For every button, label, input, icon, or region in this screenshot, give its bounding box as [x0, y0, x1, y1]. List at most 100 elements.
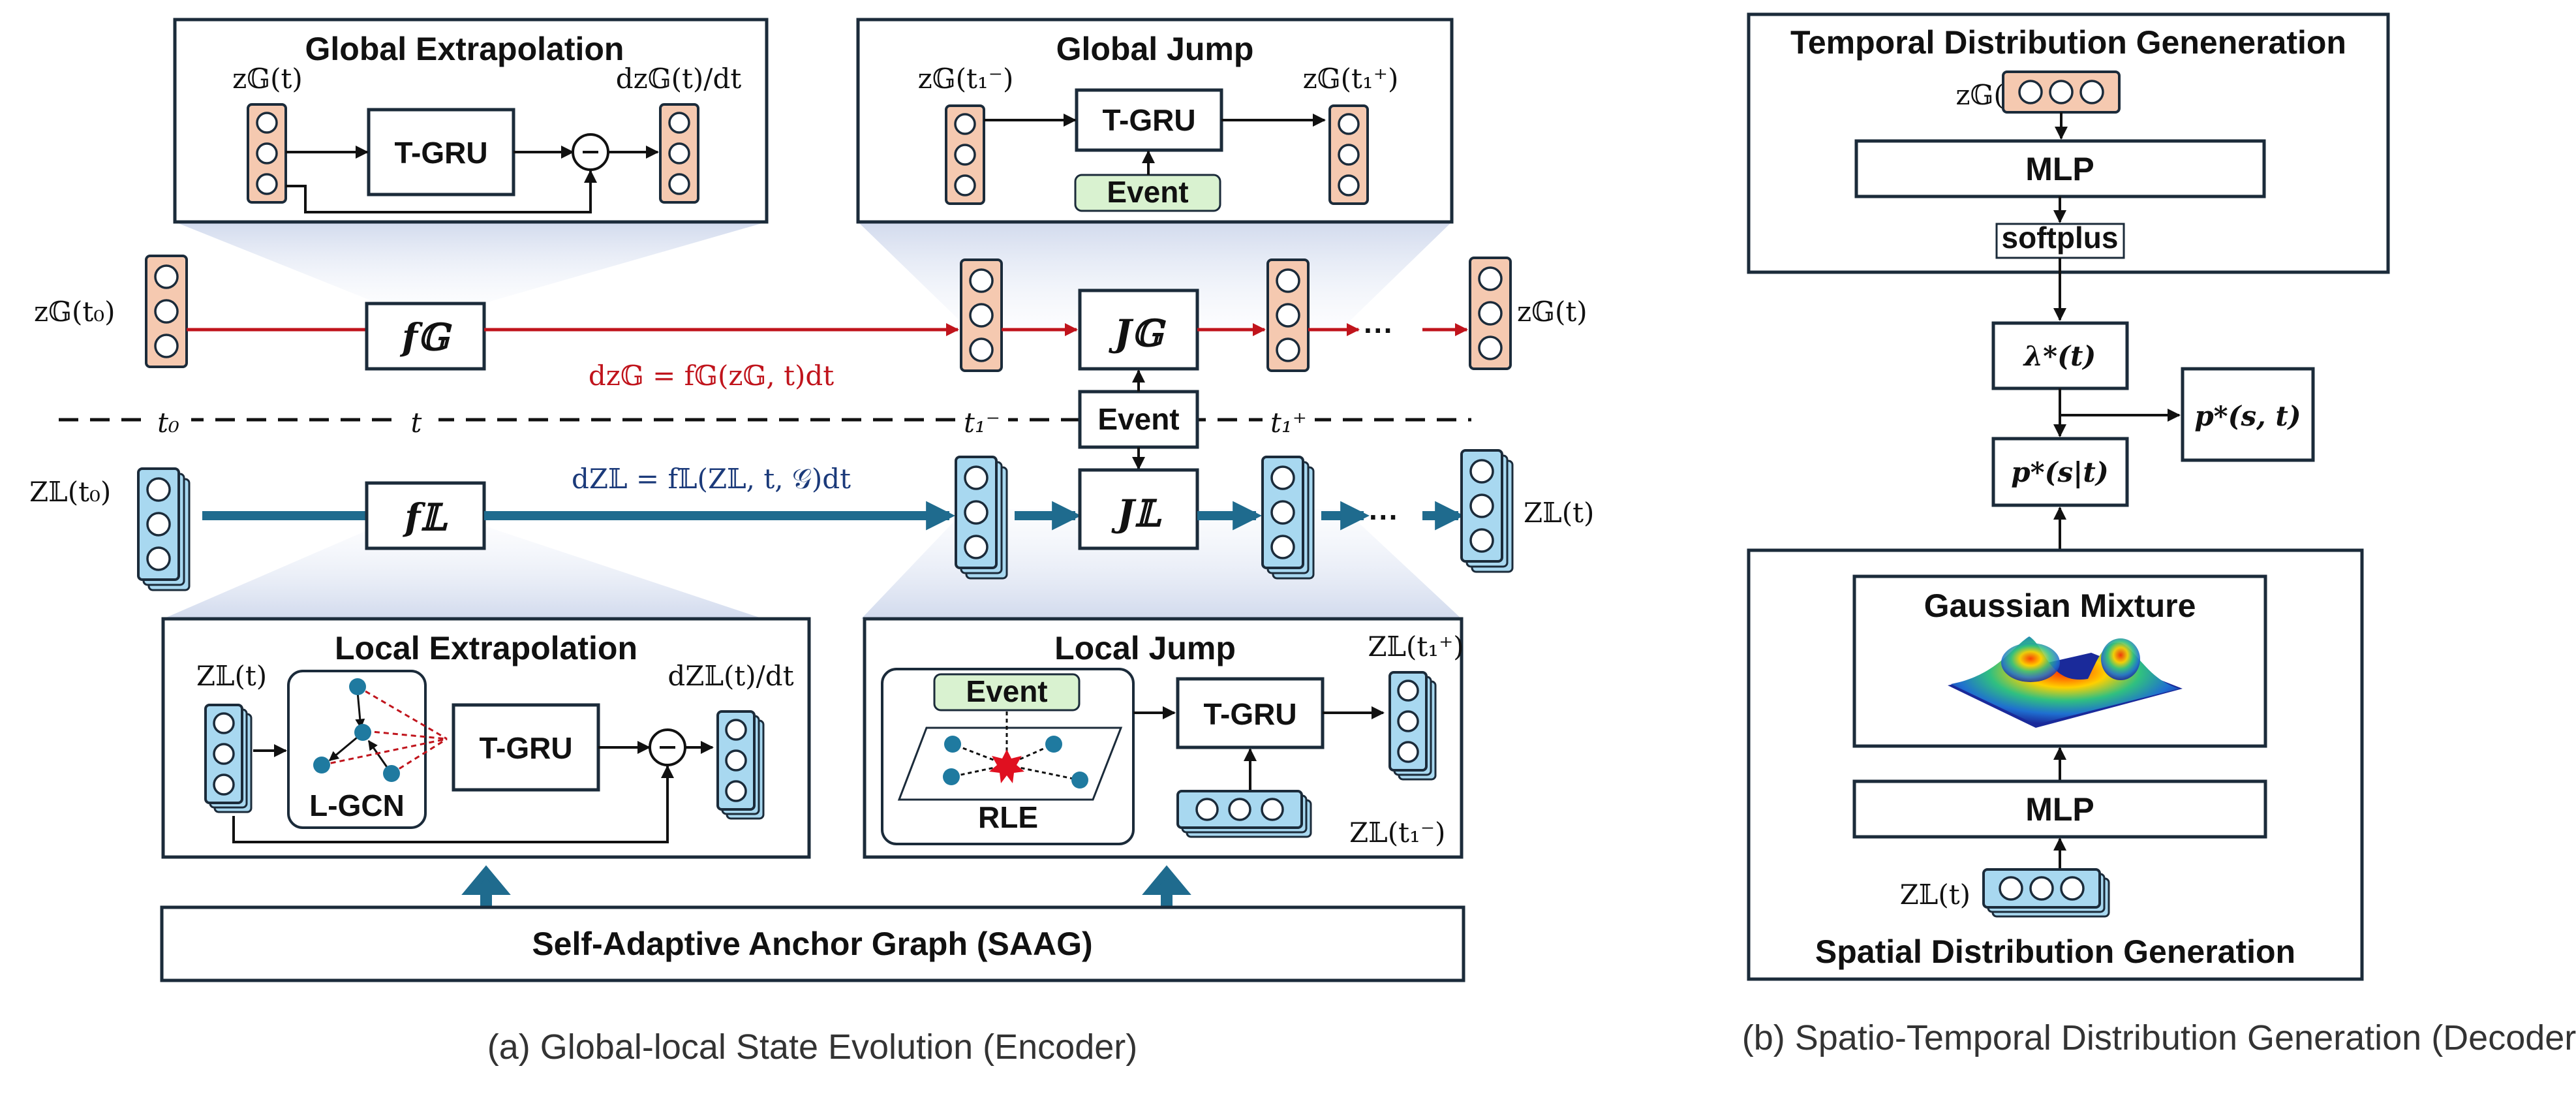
event-burst-icon: [989, 749, 1024, 783]
local-extrap-input-vector: [204, 704, 253, 813]
timeline-t1-plus: t₁⁺: [1270, 407, 1307, 439]
global-extrap-tgru: [367, 108, 515, 196]
decoder-caption: (b) Spatio-Temporal Distribution Generat…: [1742, 1018, 2576, 1057]
rle-graph-icon: [897, 711, 1123, 801]
spatial-distribution-title: Spatial Distribution Generation: [1815, 933, 2295, 970]
local-extrap-tgru-label: T-GRU: [479, 731, 572, 765]
spatial-input-vector: [1982, 868, 2110, 918]
l-gcn-box: [287, 670, 427, 829]
rle-label: RLE: [978, 800, 1038, 834]
local-jump-output-label: Z𝕃(t₁⁺): [1368, 631, 1464, 663]
spatial-mlp-label: MLP: [2025, 791, 2094, 828]
local-extrap-output-vector: [716, 710, 765, 820]
global-equation: dz𝔾 = f𝔾(z𝔾, t)dt: [589, 360, 834, 392]
timeline-t0: t₀: [157, 407, 179, 439]
timeline-event-label: Event: [1097, 402, 1179, 436]
temporal-distribution-panel: Temporal Distribution Geneneration z𝔾(t)…: [1747, 12, 2390, 274]
local-jump-panel: Local Jump Event RLE T-GRU Z𝕃(t₁⁺): [863, 617, 1464, 859]
global-jump-tgru-label: T-GRU: [1102, 103, 1195, 137]
saag-to-local-extrap-arrow: [461, 865, 511, 908]
local-f-label: f𝕃: [402, 496, 448, 539]
global-start-label: z𝔾(t₀): [34, 296, 115, 328]
global-jump-panel: Global Jump z𝔾(t₁⁻) T-GRU Event z𝔾(t₁⁺): [856, 18, 1454, 224]
global-start-vector: [145, 255, 188, 368]
local-end-label: Z𝕃(t): [1524, 497, 1594, 529]
temporal-input-vector: [2002, 70, 2121, 114]
local-extrapolation-panel: Local Extrapolation Z𝕃(t) L-GCN T: [161, 617, 811, 859]
local-ellipsis: ···: [1369, 500, 1399, 534]
global-extrap-output-label: dz𝔾(t)/dt: [616, 63, 742, 95]
local-extrap-output-label: dZ𝕃(t)/dt: [667, 660, 793, 692]
spatial-distribution-panel: Gaussian Mixture MLP Z𝕃(t) Spatial Distr…: [1747, 548, 2364, 981]
global-extrap-output-vector: [659, 103, 699, 204]
timeline-t: t: [411, 407, 422, 439]
local-start-vector: [137, 467, 191, 591]
l-gcn-label: L-GCN: [309, 789, 405, 822]
local-post-jump-vector: [1261, 456, 1315, 580]
p-joint-label: p*(s, t): [2194, 400, 2301, 432]
local-jump-label: J𝕃: [1111, 492, 1161, 535]
global-post-jump-vector: [1266, 258, 1310, 372]
local-jump-title: Local Jump: [1054, 630, 1236, 666]
local-pre-jump-vector: [955, 456, 1008, 580]
temporal-mlp-label: MLP: [2025, 151, 2094, 187]
local-end-vector: [1460, 449, 1514, 573]
local-extrapolation-title: Local Extrapolation: [335, 630, 637, 666]
global-extrapolation-panel: Global Extrapolation z𝔾(t) T-GRU dz𝔾(t)/…: [173, 18, 769, 224]
global-extrap-fan: [175, 222, 767, 304]
global-jump-label: J𝔾: [1109, 312, 1166, 355]
saag-to-local-jump-arrow: [1142, 865, 1191, 908]
timeline-event-box: [1078, 390, 1199, 449]
local-jump-input-label: Z𝕃(t₁⁻): [1349, 817, 1445, 849]
temporal-distribution-title: Temporal Distribution Geneneration: [1790, 24, 2346, 61]
local-start-label: Z𝕃(t₀): [29, 476, 111, 508]
saag-label: Self-Adaptive Anchor Graph (SAAG): [532, 926, 1092, 962]
local-jump-input-vector: [1176, 790, 1312, 838]
lambda-label: λ*(t): [2023, 340, 2096, 372]
global-jump-title: Global Jump: [1056, 31, 1254, 67]
global-evolution-line: z𝔾(t₀) f𝔾 dz𝔾 = f𝔾(z𝔾, t)dt J𝔾: [34, 255, 1587, 392]
softplus-box: [1995, 223, 2125, 259]
global-extrap-input-vector: [247, 103, 287, 204]
spatial-input-label: Z𝕃(t): [1900, 879, 1970, 911]
global-pre-jump-vector: [960, 258, 1003, 372]
global-end-vector: [1469, 257, 1512, 370]
local-jump-tgru-label: T-GRU: [1203, 697, 1296, 731]
encoder-caption: (a) Global-local State Evolution (Encode…: [487, 1027, 1137, 1067]
local-equation: dZ𝕃 = f𝕃(Z𝕃, t, 𝒢)dt: [572, 463, 851, 495]
l-gcn-graph-icon: [313, 678, 448, 782]
global-f-label: f𝔾: [399, 316, 452, 359]
gaussian-mixture-title: Gaussian Mixture: [1924, 587, 2196, 624]
lambda-box: [1991, 321, 2129, 390]
global-jump-input-vector: [945, 104, 985, 205]
global-jump-output-label: z𝔾(t₁⁺): [1303, 63, 1399, 95]
timeline-t1-minus: t₁⁻: [964, 407, 1000, 439]
global-jump-event-label: Event: [1107, 175, 1188, 209]
softplus-label: softplus: [2002, 221, 2119, 255]
gaussian-surface-icon: [1948, 636, 2183, 728]
timeline: t₀ t t₁⁻ t₁⁺ Event: [59, 369, 1471, 470]
global-f-box: [365, 302, 486, 371]
global-jump-tgru: [1075, 88, 1223, 152]
global-jump-output-vector: [1328, 104, 1369, 205]
local-jump-output-vector: [1388, 671, 1437, 781]
global-ellipsis: ···: [1364, 313, 1394, 347]
local-jump-event-label: Event: [966, 674, 1047, 708]
local-jump-event: [933, 673, 1081, 711]
local-evolution-line: Z𝕃(t₀) f𝕃 dZ𝕃 = f𝕃(Z𝕃, t, 𝒢)dt J𝕃: [29, 449, 1594, 591]
saag-box: [160, 905, 1465, 982]
saag-block: Self-Adaptive Anchor Graph (SAAG): [160, 865, 1465, 982]
local-extrap-fan: [163, 525, 763, 619]
global-end-label: z𝔾(t): [1517, 296, 1587, 328]
spatial-mlp-box: [1852, 779, 2267, 839]
global-extrap-input-label: z𝔾(t): [232, 63, 303, 95]
global-extrapolation-title: Global Extrapolation: [305, 31, 624, 67]
p-cond-label: p*(s|t): [2011, 456, 2108, 488]
local-extrap-tgru: [452, 703, 600, 792]
p-cond-box: [1991, 437, 2129, 507]
global-extrap-tgru-label: T-GRU: [394, 136, 487, 170]
local-jump-tgru: [1176, 677, 1325, 749]
global-jump-input-label: z𝔾(t₁⁻): [918, 63, 1014, 95]
local-jump-box: [1078, 468, 1199, 550]
